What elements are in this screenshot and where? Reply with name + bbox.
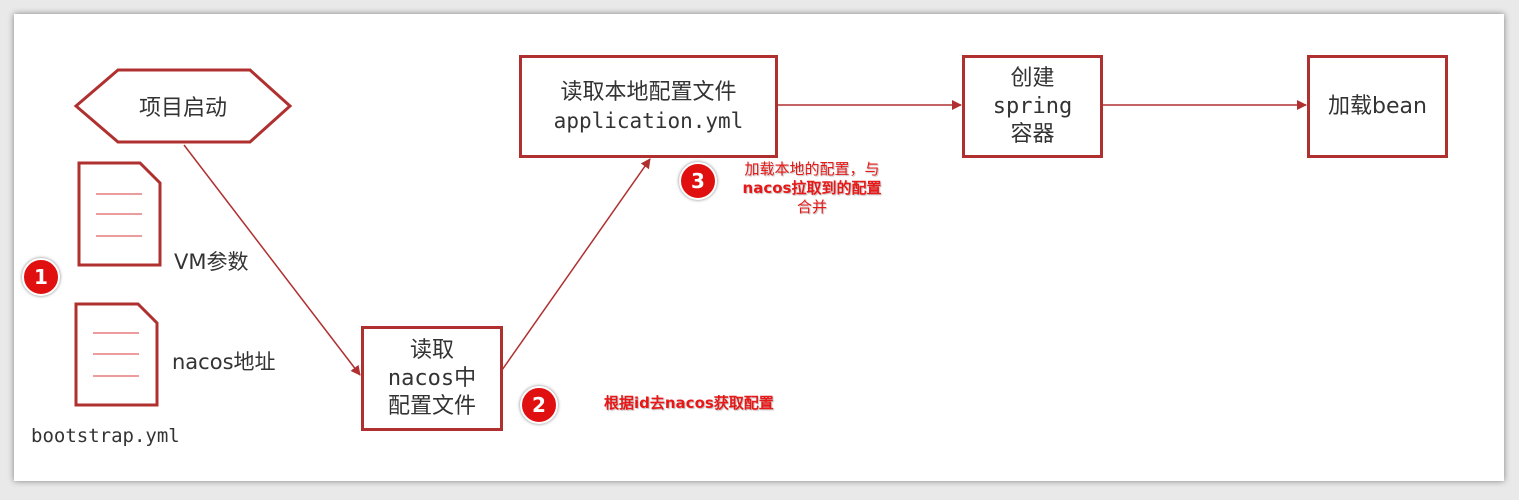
read-local-line-1: 读取本地配置文件	[560, 79, 737, 105]
nacos-address-label: nacos地址	[172, 350, 276, 374]
vm-params-label: VM参数	[174, 250, 249, 274]
read-local-line-2: application.yml	[553, 108, 744, 133]
start-label: 项目启动	[138, 96, 227, 121]
create-spring-line-1: 创建	[1010, 65, 1055, 91]
step-2-note: 根据id去nacos获取配置	[604, 394, 774, 412]
read-nacos-line-3: 配置文件	[387, 393, 476, 419]
read-nacos-line-2: nacos中	[387, 365, 477, 391]
nacos-address-document-icon	[74, 302, 159, 407]
start-hexagon	[73, 68, 293, 144]
load-bean-box: 加载bean	[1307, 55, 1448, 158]
step-1-badge: 1	[22, 258, 60, 296]
arrow-start-to-read-nacos	[183, 144, 361, 376]
bootstrap-file-label: bootstrap.yml	[31, 425, 180, 447]
read-local-config-box: 读取本地配置文件 application.yml	[519, 55, 778, 158]
step-3-note-line-2: nacos拉取到的配置	[742, 179, 882, 197]
create-spring-line-2: spring	[992, 93, 1073, 119]
create-spring-line-3: 容器	[1010, 121, 1055, 147]
step-3-note-line-3: 合并	[796, 198, 827, 216]
create-spring-box: 创建 spring 容器	[962, 55, 1103, 158]
step-2-badge: 2	[520, 386, 558, 424]
step-3-note: 加载本地的配置，与 nacos拉取到的配置 合并	[730, 160, 894, 217]
step-3-note-line-1: 加载本地的配置，与	[744, 160, 880, 178]
arrow-read-nacos-to-read-local	[501, 158, 651, 371]
read-nacos-line-1: 读取	[409, 337, 454, 363]
vm-params-document-icon	[77, 161, 162, 267]
load-bean-label: 加载bean	[1328, 93, 1427, 119]
read-nacos-config-box: 读取 nacos中 配置文件	[361, 326, 503, 431]
step-3-badge: 3	[679, 162, 717, 200]
